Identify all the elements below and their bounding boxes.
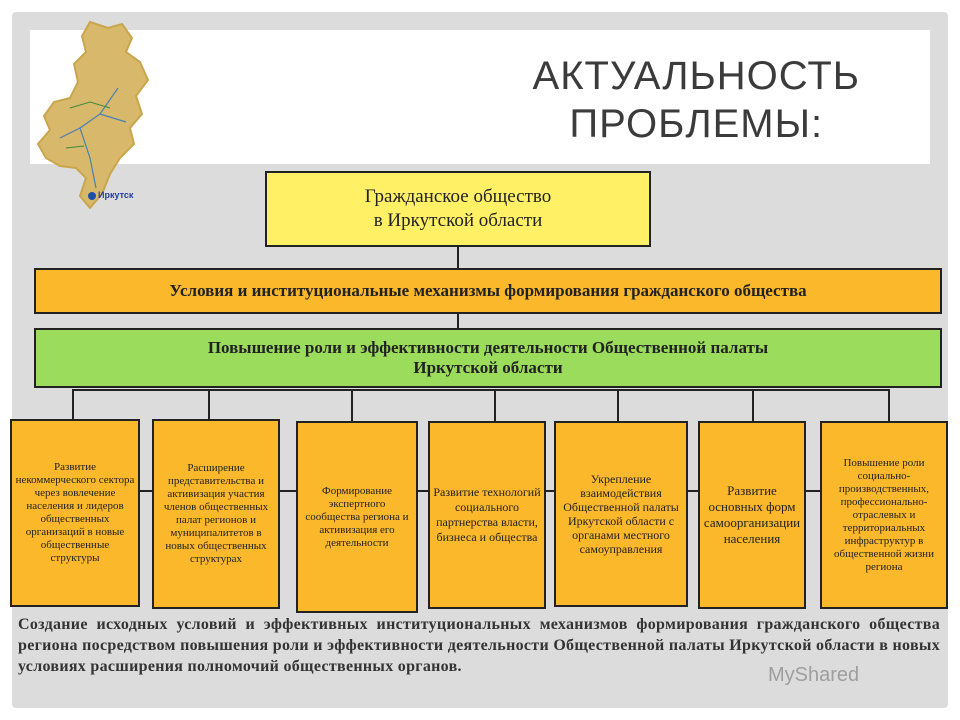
distribution-line [72,389,890,391]
conditions-mechanisms-label: Условия и институциональные механизмы фо… [169,281,807,300]
civil-society-line-1: Гражданское общество [364,186,552,207]
conclusion-text: Создание исходных условий и эффективных … [18,616,940,675]
leaf-box-representation: Расширение представительства и активизац… [152,419,280,609]
connector-line [457,314,459,328]
connector-line [617,389,619,421]
connector-line [280,490,296,492]
civil-society-line-2: в Иркутской области [373,210,543,231]
connector-line [208,389,210,419]
leaf-label: Укрепление взаимодействия Общественной п… [563,472,679,556]
leaf-label: Расширение представительства и активизац… [163,462,269,565]
leaf-box-social-partnership: Развитие технологий социального партнерс… [428,421,546,609]
leaf-label: Развитие основных форм самоорганизации н… [703,483,801,546]
connector-line [418,490,428,492]
connector-line [72,389,74,419]
leaf-label: Развитие некоммерческого сектора через в… [15,461,135,564]
page-title: АКТУАЛЬНОСТЬ ПРОБЛЕМЫ: [533,52,860,148]
connector-line [806,490,820,492]
irkutsk-region-map-icon: Иркутск [36,20,150,210]
map-city-label: Иркутск [98,190,134,200]
leaf-label: Повышение роли социально-производственны… [834,456,934,573]
connector-line [494,389,496,421]
leaf-box-local-government: Укрепление взаимодействия Общественной п… [554,421,688,607]
leaf-box-expert-community: Формирование экспертного сообщества реги… [296,421,418,613]
connector-line [351,389,353,421]
connector-line [688,490,698,492]
connector-line [457,247,459,268]
connector-line [752,389,754,421]
public-chamber-line-1: Повышение роли и эффективности деятельно… [207,338,769,357]
leaf-label: Развитие технологий социального партнерс… [433,485,541,544]
leaf-box-nonprofit: Развитие некоммерческого сектора через в… [10,419,140,607]
conditions-mechanisms-box: Условия и институциональные механизмы фо… [34,268,942,314]
public-chamber-line-2: Иркутской области [413,358,563,377]
connector-line [140,490,152,492]
title-band [30,30,930,164]
public-chamber-role-box: Повышение роли и эффективности деятельно… [34,328,942,388]
civil-society-box: Гражданское общество в Иркутской области [265,171,651,247]
leaf-box-infrastructures: Повышение роли социально-производственны… [820,421,948,609]
title-line-2: ПРОБЛЕМЫ: [569,102,824,146]
connector-line [546,490,554,492]
leaf-label: Формирование экспертного сообщества реги… [305,484,409,549]
title-line-1: АКТУАЛЬНОСТЬ [532,54,860,98]
leaf-box-self-organization: Развитие основных форм самоорганизации н… [698,421,806,609]
connector-line [888,389,890,421]
watermark-logo: MyShared [768,664,860,686]
city-marker-icon [88,192,96,200]
